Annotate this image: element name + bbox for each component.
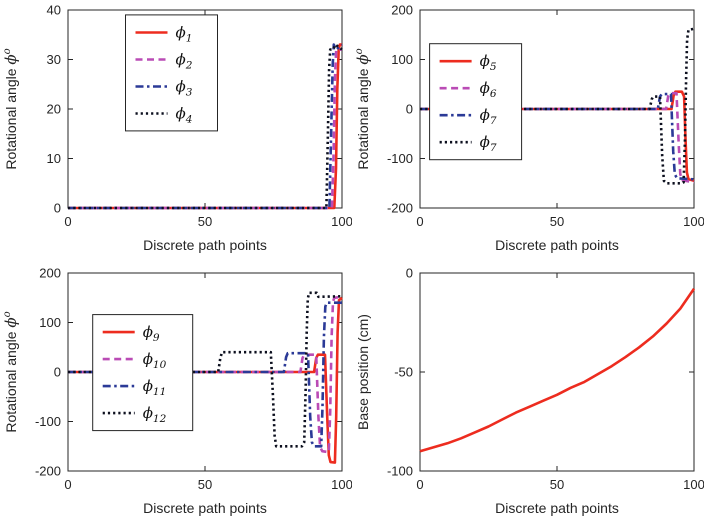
y-axis-label-top-right: Rotational angle ϕo (354, 48, 372, 169)
y-tick-label: 40 (47, 3, 61, 18)
x-tick-label: 0 (416, 477, 423, 492)
y-tick-label: -100 (35, 414, 61, 429)
y-tick-label: 0 (54, 365, 61, 380)
legend-box-top-right (429, 43, 523, 161)
y-tick-label: 10 (47, 151, 61, 166)
x-tick-label: 50 (198, 477, 212, 492)
y-tick-label: 20 (47, 102, 61, 117)
y-axis-label-top-left: Rotational angle ϕo (2, 48, 20, 169)
legend-box-top-left (125, 14, 218, 132)
x-axis-label-bottom-right: Discrete path points (495, 500, 619, 516)
legend-box-bottom-left (92, 314, 194, 432)
x-tick-label: 0 (416, 214, 423, 229)
x-tick-label: 50 (198, 214, 212, 229)
series-phi-7b (420, 27, 695, 185)
y-tick-label: 100 (39, 315, 61, 330)
series-base-position (419, 288, 696, 453)
x-axis-label-top-right: Discrete path points (495, 237, 619, 253)
series-phi-3 (68, 43, 343, 210)
series-phi-5 (420, 90, 695, 183)
plot-box (419, 272, 695, 472)
x-axis-label-top-left: Discrete path points (143, 237, 267, 253)
y-tick-label: -100 (387, 151, 413, 166)
y-tick-label: 100 (391, 52, 413, 67)
series-phi-10 (68, 295, 343, 454)
y-tick-label: 200 (39, 266, 61, 281)
x-tick-label: 50 (550, 214, 564, 229)
y-tick-label: 0 (406, 266, 413, 281)
y-tick-label: 200 (391, 3, 413, 18)
y-tick-label: -50 (394, 365, 413, 380)
y-tick-label: -200 (387, 201, 413, 216)
x-tick-label: 100 (331, 477, 352, 492)
x-axis-label-bottom-left: Discrete path points (143, 500, 267, 516)
series-phi-4 (68, 43, 343, 210)
x-tick-label: 100 (683, 477, 704, 492)
x-tick-label: 0 (64, 477, 71, 492)
y-axis-label-bottom-left: Rotational angle ϕo (2, 311, 20, 432)
series-phi-12 (68, 291, 343, 448)
series-phi-6 (420, 91, 695, 184)
x-tick-label: 100 (331, 214, 352, 229)
y-axis-label-bottom-right: Base position (cm) (355, 314, 371, 430)
y-tick-label: -200 (35, 464, 61, 479)
x-tick-label: 100 (683, 214, 704, 229)
x-tick-label: 50 (550, 477, 564, 492)
series-phi-11 (68, 301, 342, 448)
y-tick-label: 0 (406, 102, 413, 117)
y-tick-label: -100 (387, 464, 413, 479)
series-phi-7 (420, 92, 695, 181)
x-tick-label: 0 (64, 214, 71, 229)
y-tick-label: 0 (54, 201, 61, 216)
y-tick-label: 30 (47, 52, 61, 67)
series-phi-1 (68, 43, 342, 210)
